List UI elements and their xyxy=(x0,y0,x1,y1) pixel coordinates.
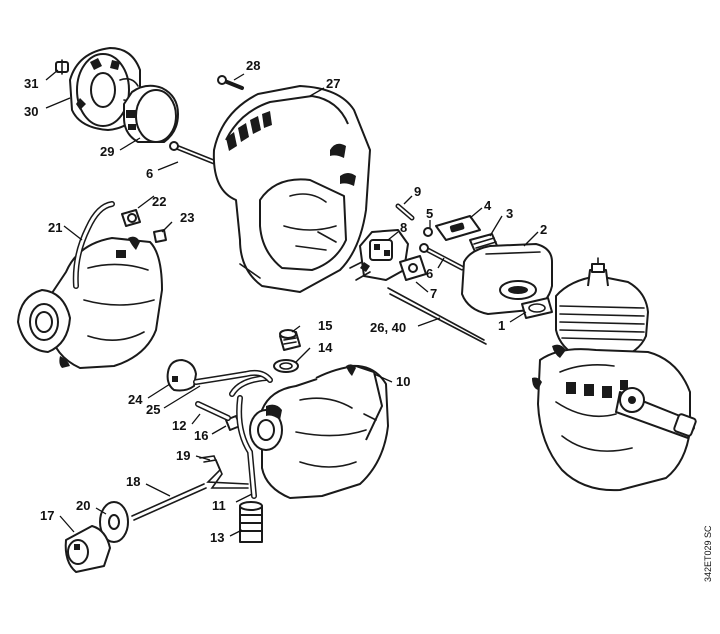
fan-housing xyxy=(17,236,163,369)
callout-6-upper: 6 xyxy=(146,166,153,181)
valve-22 xyxy=(121,209,141,227)
throttle-linkage-19 xyxy=(199,455,249,489)
knob-17 xyxy=(64,525,111,573)
fan-housing-ring xyxy=(123,84,179,143)
fuel-filter-13 xyxy=(239,501,263,543)
engine-block xyxy=(532,257,697,492)
callout-7: 7 xyxy=(430,286,437,301)
callout-9: 9 xyxy=(414,184,421,199)
callout-31: 31 xyxy=(24,76,38,91)
throttle-rod-18 xyxy=(131,483,207,521)
callout-3: 3 xyxy=(506,206,513,221)
callout-21: 21 xyxy=(48,220,62,235)
callout-26-40: 26, 40 xyxy=(370,320,406,335)
callout-28: 28 xyxy=(246,58,260,73)
callout-12: 12 xyxy=(172,418,186,433)
callout-18: 18 xyxy=(126,474,140,489)
callout-13: 13 xyxy=(210,530,224,545)
callout-14: 14 xyxy=(318,340,333,355)
plug-23 xyxy=(153,229,167,243)
gasket-4 xyxy=(435,215,481,241)
callout-19: 19 xyxy=(176,448,190,463)
callout-16: 16 xyxy=(194,428,208,443)
callout-6-lower: 6 xyxy=(426,266,433,281)
callout-11: 11 xyxy=(212,498,226,513)
callout-27: 27 xyxy=(326,76,340,91)
callout-29: 29 xyxy=(100,144,114,159)
callout-17: 17 xyxy=(40,508,54,523)
reference-code: 342ET029 SC xyxy=(703,525,713,582)
carburetor xyxy=(349,229,409,281)
callout-23: 23 xyxy=(180,210,194,225)
muffler-gasket xyxy=(521,297,553,319)
callout-30: 30 xyxy=(24,104,38,119)
fuel-tank xyxy=(249,364,389,499)
callout-25: 25 xyxy=(146,402,160,417)
screw-top xyxy=(217,75,244,90)
screw-9 xyxy=(395,203,415,221)
washer-20 xyxy=(99,501,129,543)
callout-2: 2 xyxy=(540,222,547,237)
engine-shroud xyxy=(212,85,371,293)
long-screw-lower xyxy=(419,243,465,271)
callout-labels: 31 30 29 6 28 27 9 8 5 4 3 2 6 7 26, 40 … xyxy=(24,58,547,545)
long-screw-upper xyxy=(169,141,217,165)
callout-10: 10 xyxy=(396,374,410,389)
callout-8: 8 xyxy=(400,220,407,235)
vent-tube-21 xyxy=(72,201,115,289)
muffler xyxy=(461,243,553,315)
callout-15: 15 xyxy=(318,318,332,333)
return-hose-25 xyxy=(193,369,273,385)
fuel-hose-12 xyxy=(195,401,231,421)
fuel-hose-11 xyxy=(229,375,269,499)
callout-5: 5 xyxy=(426,206,433,221)
callout-4: 4 xyxy=(484,198,492,213)
leader-lines xyxy=(45,69,539,537)
primer-bulb-24 xyxy=(166,359,197,392)
callout-1: 1 xyxy=(498,318,505,333)
tank-cap-15 xyxy=(279,329,301,351)
washer-5 xyxy=(423,227,433,237)
callout-22: 22 xyxy=(152,194,166,209)
callout-20: 20 xyxy=(76,498,90,513)
callout-24: 24 xyxy=(128,392,143,407)
tank-seal-14 xyxy=(273,359,299,373)
starter-screw xyxy=(55,59,69,75)
gasket-7 xyxy=(399,255,427,281)
